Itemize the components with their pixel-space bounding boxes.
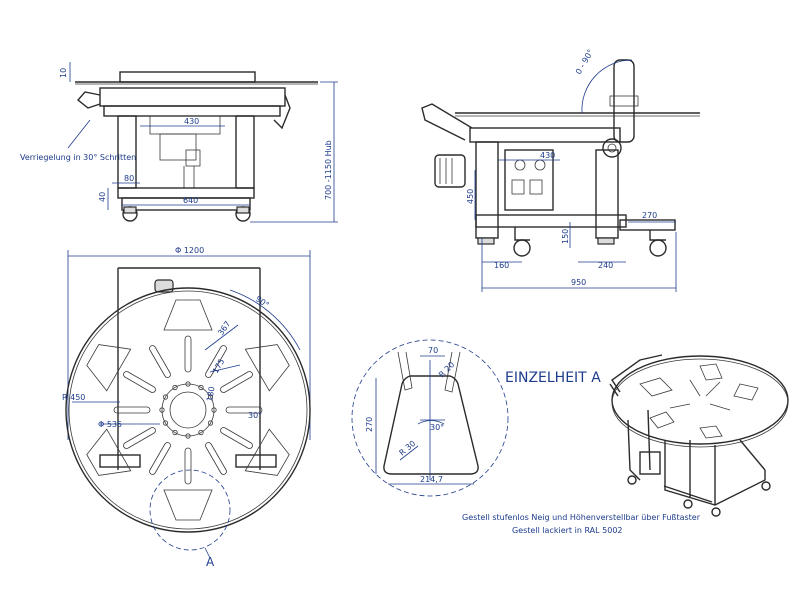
dim-front-40: 40	[98, 192, 107, 202]
trapezoid-cutouts	[86, 299, 290, 521]
dim-plan-30deg: 30°	[248, 411, 262, 420]
bolt-holes	[159, 381, 217, 439]
dim-side-450: 450	[466, 189, 475, 204]
dim-plan-d535: Φ 535	[98, 420, 122, 429]
dim-plan-diameter: Φ 1200	[175, 246, 204, 255]
dim-front-430: 430	[184, 117, 199, 126]
detail-title: EINZELHEIT A	[505, 370, 601, 386]
dim-detail-70: 70	[428, 346, 438, 355]
verriegelung-label: Verriegelung in 30° Schritten	[20, 153, 136, 162]
dim-side-950: 950	[571, 278, 586, 287]
dim-side-160: 160	[494, 261, 509, 270]
dim-plan-180: 180	[205, 386, 217, 403]
side-view: 0 - 90° 430 450 150 270	[421, 48, 700, 292]
detail-a: EINZELHEIT A 30° 70 R 20 270 R 30 214,7	[351, 339, 601, 497]
dim-side-430: 430	[540, 151, 555, 160]
dim-plan-r450: R 450	[62, 393, 85, 402]
dim-detail-30deg: 30°	[430, 423, 444, 432]
dim-plan-90: 90°	[254, 294, 271, 310]
dim-detail-270: 270	[365, 417, 374, 432]
dim-detail-2147: 214,7	[420, 475, 443, 484]
note-line-2: Gestell lackiert in RAL 5002	[512, 526, 623, 535]
dim-front-10: 10	[59, 68, 68, 78]
dim-side-angle: 0 - 90°	[574, 48, 595, 76]
front-view: 10 430 80 40 640 700 -1150 Hub Verriegel…	[20, 62, 338, 223]
dim-side-240: 240	[598, 261, 613, 270]
note-line-1: Gestell stufenlos Neig und Höhenverstell…	[462, 513, 701, 522]
dim-plan-367: 367	[216, 319, 232, 337]
section-mark-a: A	[206, 555, 215, 569]
plan-view: Φ 1200	[62, 246, 311, 569]
dim-front-640: 640	[183, 196, 198, 205]
dim-front-80: 80	[124, 174, 134, 183]
dim-side-150: 150	[561, 229, 570, 244]
radial-slots	[113, 335, 263, 485]
dim-side-270: 270	[642, 211, 657, 220]
isometric-view	[609, 354, 789, 517]
dim-front-height: 700 -1150 Hub	[324, 140, 333, 200]
